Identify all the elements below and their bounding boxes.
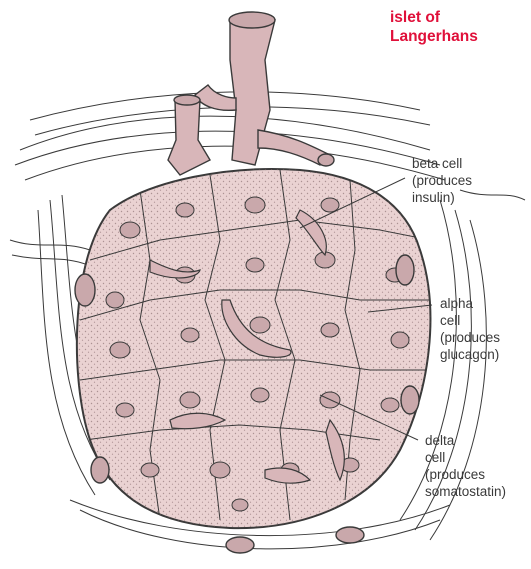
islet-body xyxy=(77,169,440,528)
title-line: Langerhans xyxy=(390,27,478,46)
title-line: islet of xyxy=(390,8,478,27)
label-line: beta cell xyxy=(412,155,472,172)
label-line: somatostatin) xyxy=(425,483,506,500)
label-line: alpha xyxy=(440,295,500,312)
label-line: cell xyxy=(425,449,506,466)
label-line: insulin) xyxy=(412,189,472,206)
label-line: glucagon) xyxy=(440,346,500,363)
label-line: (produces xyxy=(440,329,500,346)
label-line: (produces xyxy=(412,172,472,189)
diagram-title: islet of Langerhans xyxy=(390,8,478,46)
alpha-cell-label: alpha cell (produces glucagon) xyxy=(440,295,500,363)
label-line: delta xyxy=(425,432,506,449)
delta-cell-label: delta cell (produces somatostatin) xyxy=(425,432,506,500)
label-line: (produces xyxy=(425,466,506,483)
label-line: cell xyxy=(440,312,500,329)
beta-cell-label: beta cell (produces insulin) xyxy=(412,155,472,206)
